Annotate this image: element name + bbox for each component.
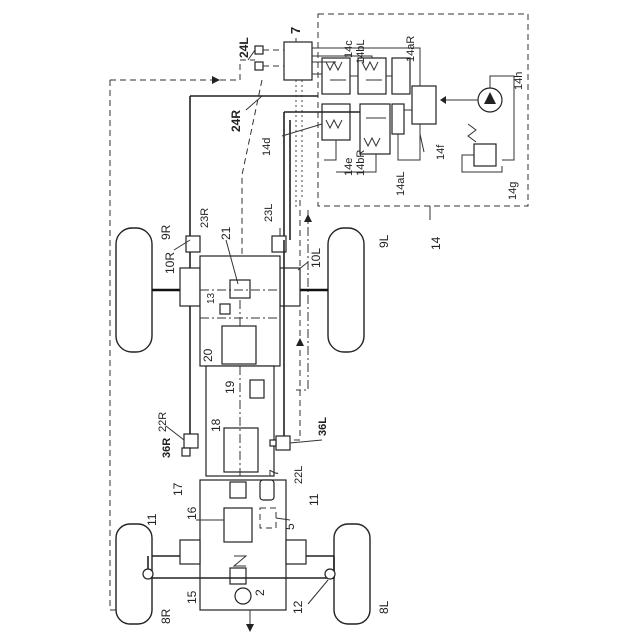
label-17: 17 xyxy=(171,482,185,496)
label-12: 12 xyxy=(291,600,305,614)
label-14aR: 14aR xyxy=(405,36,417,62)
motor-11-right xyxy=(180,540,200,564)
signal-line-24l xyxy=(110,60,255,80)
label-14g: 14g xyxy=(507,182,519,200)
label-23L: 23L xyxy=(263,204,275,222)
arrow-up xyxy=(304,214,312,222)
hyd-line xyxy=(324,140,336,160)
label-21: 21 xyxy=(219,226,233,240)
component-15 xyxy=(230,568,246,584)
label-10R: 10R xyxy=(163,252,177,274)
leader xyxy=(308,580,328,604)
motor-11-left xyxy=(286,540,306,564)
label-20: 20 xyxy=(201,348,215,362)
label-19: 19 xyxy=(223,380,237,394)
valve-14aL-body xyxy=(392,104,404,134)
label-14e: 14e xyxy=(343,158,355,176)
component-20 xyxy=(222,326,256,364)
component-18 xyxy=(224,428,258,472)
brake-23R xyxy=(186,236,200,252)
label-14bR: 14bR xyxy=(355,150,367,176)
label-7b: 7 xyxy=(267,469,281,476)
sensor-36R xyxy=(184,434,198,448)
label-7: 7 xyxy=(288,27,303,34)
arrow-up xyxy=(296,338,304,346)
sensor-24l-upper xyxy=(255,46,263,54)
sensor-36L xyxy=(276,436,290,450)
label-14aL: 14aL xyxy=(395,172,407,196)
sensor-22L xyxy=(270,440,276,446)
hub-10L xyxy=(280,268,300,306)
component-2 xyxy=(235,588,251,604)
label-14h: 14h xyxy=(513,72,525,90)
label-14d: 14d xyxy=(261,138,273,156)
valve-14bR xyxy=(360,104,390,154)
label-18: 18 xyxy=(209,418,223,432)
label-15: 15 xyxy=(185,590,199,604)
label-5: 5 xyxy=(283,523,297,530)
arrow-down xyxy=(246,624,254,632)
signal-line-center xyxy=(242,80,262,260)
label-16: 16 xyxy=(185,506,199,520)
wheel-9L xyxy=(328,228,364,352)
joint xyxy=(143,569,153,579)
label-2: 2 xyxy=(253,589,267,596)
leader xyxy=(246,96,262,110)
label-8L: 8L xyxy=(377,600,391,614)
label-9R: 9R xyxy=(159,224,173,240)
arrow-right xyxy=(212,76,220,84)
label-22R: 22R xyxy=(157,412,169,432)
wheel-8L xyxy=(334,524,370,624)
sensor-24l-lower xyxy=(255,62,263,70)
leader xyxy=(420,134,424,152)
valve-14e xyxy=(322,104,350,140)
label-36R: 36R xyxy=(161,438,173,458)
component-13 xyxy=(220,304,230,314)
component-16 xyxy=(224,508,252,542)
wheel-9R xyxy=(116,228,152,352)
sensor-22R xyxy=(182,448,190,456)
label-11-right: 11 xyxy=(145,513,159,526)
component-17 xyxy=(230,482,246,498)
label-14c: 14c xyxy=(343,40,355,58)
joint xyxy=(325,569,335,579)
label-24L: 24L xyxy=(237,37,251,58)
label-14f: 14f xyxy=(435,144,447,160)
signal-line-left xyxy=(290,200,300,440)
relief-valve-14g xyxy=(474,144,496,166)
component-21 xyxy=(230,280,250,298)
check-valve xyxy=(440,96,446,104)
label-36L: 36L xyxy=(317,417,329,436)
label-9L: 9L xyxy=(377,234,391,248)
label-14bL: 14bL xyxy=(355,40,367,64)
label-23R: 23R xyxy=(199,208,211,228)
label-8R: 8R xyxy=(159,608,173,624)
spring-symbol xyxy=(468,124,476,142)
valve-14aR xyxy=(392,58,410,94)
label-13: 13 xyxy=(206,292,217,304)
label-10L: 10L xyxy=(309,248,323,268)
label-22L: 22L xyxy=(293,466,305,484)
component-7b xyxy=(260,480,274,500)
label-11-left: 11 xyxy=(307,493,321,506)
label-14: 14 xyxy=(429,236,443,250)
label-24R: 24R xyxy=(229,110,243,132)
component-19 xyxy=(250,380,264,398)
hub-10R xyxy=(180,268,200,306)
controller-box xyxy=(284,42,312,80)
valve-14f xyxy=(412,86,436,124)
